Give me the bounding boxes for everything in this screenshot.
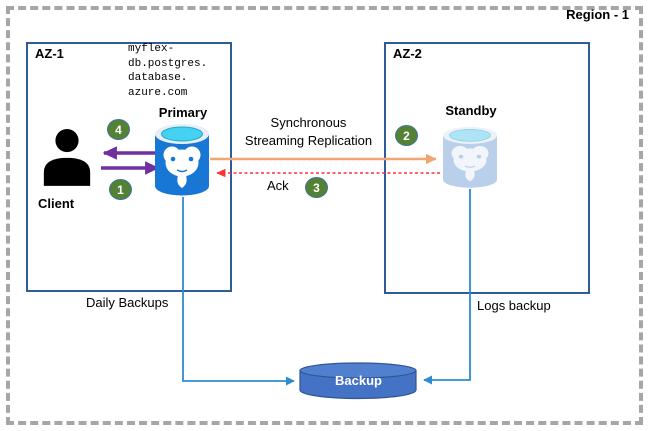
replication-label-line1: Synchronous <box>270 115 347 130</box>
hostname-line: db.postgres. <box>128 57 208 70</box>
step-badge-3: 3 <box>305 177 328 198</box>
replication-label: Synchronous Streaming Replication <box>230 114 387 150</box>
step-badge-1: 1 <box>109 179 132 200</box>
standby-postgresql-icon <box>443 126 497 188</box>
primary-hostname: myflex- db.postgres. database. azure.com <box>128 42 207 100</box>
backup-label: Backup <box>335 373 382 388</box>
replication-label-line2: Streaming Replication <box>244 133 373 148</box>
postgres-elephant-glyph <box>163 146 201 188</box>
client-person-icon <box>43 129 91 186</box>
standby-label: Standby <box>445 103 497 118</box>
hostname-line: myflex- <box>128 43 175 55</box>
client-label: Client <box>38 196 75 211</box>
primary-postgresql-icon <box>155 124 209 196</box>
az1-box: AZ-1 <box>26 42 232 292</box>
az2-label: AZ-2 <box>393 46 422 61</box>
step-badge-4: 4 <box>107 119 130 140</box>
az1-label: AZ-1 <box>35 46 64 61</box>
hostname-line: azure.com <box>128 86 188 99</box>
primary-label: Primary <box>158 105 208 120</box>
region-label: Region - 1 <box>566 7 629 22</box>
region-boundary <box>6 6 643 425</box>
logs-backup-label: Logs backup <box>477 298 551 313</box>
ack-label: Ack <box>267 178 289 193</box>
backup-database-icon <box>299 362 417 400</box>
az2-box: AZ-2 <box>384 42 590 294</box>
hostname-line: database. <box>128 72 188 84</box>
postgres-elephant-glyph <box>451 146 489 182</box>
step-badge-2: 2 <box>395 125 418 146</box>
daily-backups-label: Daily Backups <box>86 295 169 310</box>
